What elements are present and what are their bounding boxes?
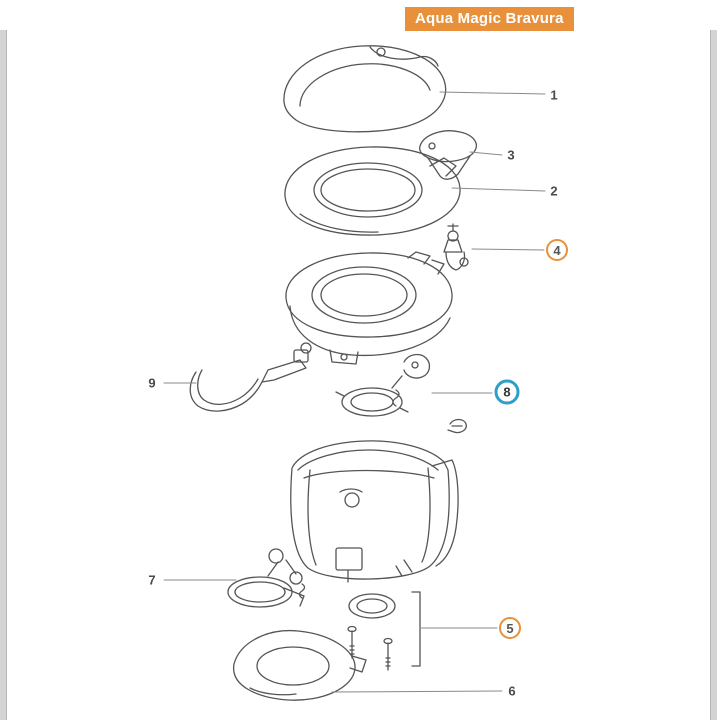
callout-9: 9 — [148, 375, 156, 391]
pedal-assembly-drawing — [227, 548, 306, 608]
callout-2: 2 — [550, 183, 558, 199]
lid-drawing — [283, 45, 447, 133]
callout-6: 6 — [508, 683, 516, 699]
leader-lines — [163, 91, 546, 693]
right-border — [710, 30, 717, 720]
tube-drawing — [189, 342, 312, 412]
base-skirt-drawing — [233, 629, 367, 701]
seal-and-bolts-drawing — [347, 591, 421, 671]
product-title: Aqua Magic Bravura — [415, 10, 564, 27]
bowl-assembly-drawing — [285, 251, 453, 365]
callout-8[interactable]: 8 — [494, 379, 520, 405]
water-valve-drawing — [443, 223, 469, 271]
callout-4[interactable]: 4 — [546, 239, 568, 261]
base-body-drawing — [290, 440, 459, 583]
clamp-clip-drawing — [447, 418, 467, 434]
water-module-drawing — [335, 353, 431, 417]
product-title-banner: Aqua Magic Bravura — [405, 7, 574, 31]
callout-1: 1 — [550, 87, 558, 103]
left-border — [0, 30, 7, 720]
callout-5[interactable]: 5 — [499, 617, 521, 639]
callout-7: 7 — [148, 572, 156, 588]
callout-3: 3 — [507, 147, 515, 163]
